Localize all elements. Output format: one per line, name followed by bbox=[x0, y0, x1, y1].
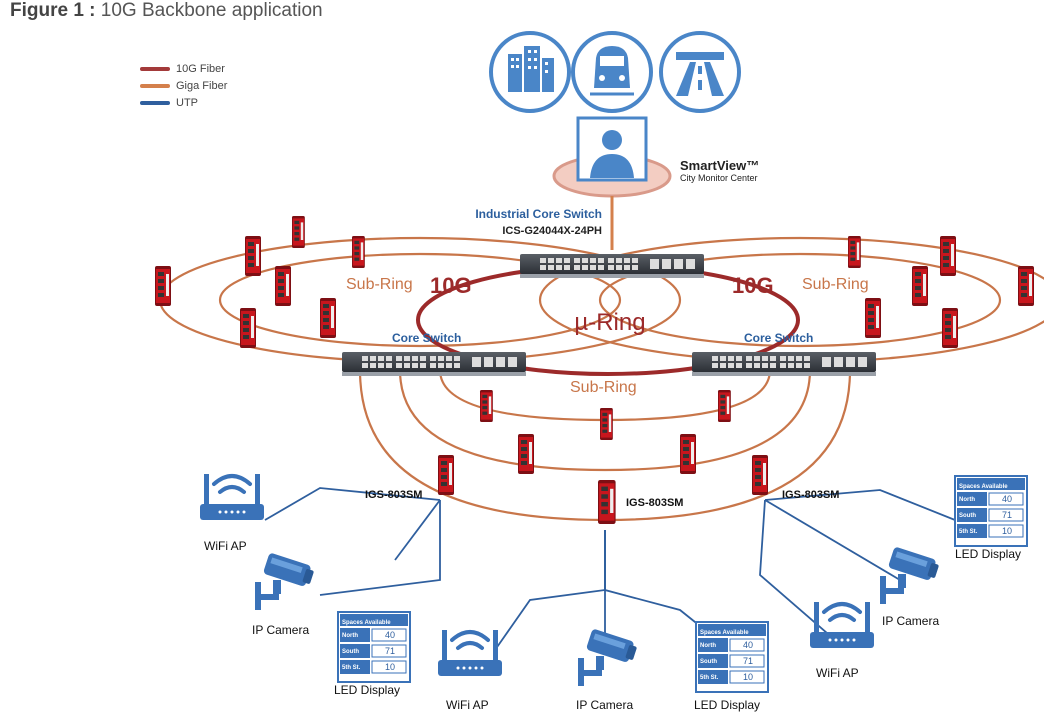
ip-camera-right bbox=[880, 546, 941, 604]
edge-switch-right bbox=[752, 455, 768, 495]
led-right-val2: 71 bbox=[1002, 510, 1012, 520]
figure-caption: 10G Backbone application bbox=[100, 0, 323, 21]
led-label-left: LED Display bbox=[334, 683, 400, 697]
wifi-label-center: WiFi AP bbox=[446, 698, 489, 712]
led-label-center: LED Display bbox=[694, 698, 760, 712]
led-right-header: Spaces Available bbox=[959, 484, 1008, 490]
core-switch-label-left: Core Switch bbox=[392, 331, 461, 345]
legend-swatch-giga bbox=[140, 83, 170, 88]
wifi-ap-center bbox=[436, 628, 504, 678]
ip-camera-center bbox=[578, 628, 639, 686]
wifi-ap-right bbox=[808, 600, 876, 650]
led-right-row1: North bbox=[959, 497, 975, 503]
legend-item-10g-fiber: 10G Fiber bbox=[140, 60, 227, 77]
led-center-row1: North bbox=[700, 643, 716, 649]
led-center-row2: South bbox=[700, 659, 717, 665]
edge-label-right: IGS-803SM bbox=[782, 489, 839, 501]
camera-label-left: IP Camera bbox=[252, 623, 309, 637]
legend-item-giga-fiber: Giga Fiber bbox=[140, 77, 227, 94]
led-left-val3: 10 bbox=[385, 662, 395, 672]
smartview-name: SmartView™ bbox=[680, 158, 759, 173]
legend: 10G Fiber Giga Fiber UTP bbox=[140, 60, 227, 111]
core-switch-label-right: Core Switch bbox=[744, 331, 813, 345]
legend-label-giga: Giga Fiber bbox=[176, 79, 228, 92]
legend-label-utp: UTP bbox=[176, 96, 198, 109]
speed-left: 10G bbox=[430, 273, 472, 298]
core-switch-left bbox=[342, 352, 526, 376]
led-right-val3: 10 bbox=[1002, 526, 1012, 536]
core-model-label: ICS-G24044X-24PH bbox=[502, 225, 602, 237]
led-center-val3: 10 bbox=[743, 672, 753, 682]
utp-links bbox=[264, 487, 956, 651]
edge-switch-center bbox=[598, 480, 616, 524]
subring-label-bottom: Sub-Ring bbox=[570, 379, 637, 396]
led-left-val1: 40 bbox=[385, 630, 395, 640]
speed-right: 10G bbox=[732, 273, 774, 298]
subring-label-right: Sub-Ring bbox=[802, 276, 869, 293]
led-center-row3: 5th St. bbox=[700, 675, 719, 681]
led-left-val2: 71 bbox=[385, 646, 395, 656]
led-left-row1: North bbox=[342, 633, 358, 639]
edge-label-left: IGS-803SM bbox=[365, 489, 422, 501]
legend-item-utp: UTP bbox=[140, 94, 227, 111]
figure-title: Figure 1 : 10G Backbone application bbox=[10, 0, 323, 22]
camera-label-center: IP Camera bbox=[576, 698, 633, 712]
train-icon bbox=[571, 31, 653, 113]
building-icon bbox=[489, 31, 571, 113]
led-center-val1: 40 bbox=[743, 640, 753, 650]
led-left-row3: 5th St. bbox=[342, 665, 361, 671]
camera-label-right: IP Camera bbox=[882, 614, 939, 628]
edge-switch-left bbox=[438, 455, 454, 495]
led-right-row3: 5th St. bbox=[959, 529, 978, 535]
led-left-row2: South bbox=[342, 649, 359, 655]
top-icons bbox=[489, 31, 741, 113]
led-right-val1: 40 bbox=[1002, 494, 1012, 504]
monitor-center-icon bbox=[552, 116, 672, 198]
led-center-header: Spaces Available bbox=[700, 630, 749, 636]
industrial-core-switch bbox=[520, 254, 704, 278]
ip-camera-left bbox=[255, 552, 316, 610]
legend-swatch-utp bbox=[140, 100, 170, 105]
led-center-val2: 71 bbox=[743, 656, 753, 666]
led-right-row2: South bbox=[959, 513, 976, 519]
legend-swatch-10g bbox=[140, 66, 170, 71]
subring-label-left: Sub-Ring bbox=[346, 276, 413, 293]
led-left-header: Spaces Available bbox=[342, 620, 391, 626]
wifi-label-right: WiFi AP bbox=[816, 666, 859, 680]
core-role-label: Industrial Core Switch bbox=[475, 207, 602, 221]
legend-label-10g: 10G Fiber bbox=[176, 62, 225, 75]
core-switch-right bbox=[692, 352, 876, 376]
highway-icon bbox=[659, 31, 741, 113]
edge-label-center: IGS-803SM bbox=[626, 497, 683, 509]
led-label-right: LED Display bbox=[955, 547, 1021, 561]
wifi-label-left: WiFi AP bbox=[204, 539, 247, 553]
figure-label: Figure 1 : bbox=[10, 0, 96, 21]
smartview-subtitle: City Monitor Center bbox=[680, 173, 758, 183]
wifi-ap-left bbox=[198, 472, 266, 522]
mu-ring-label: µ-Ring bbox=[574, 309, 645, 336]
